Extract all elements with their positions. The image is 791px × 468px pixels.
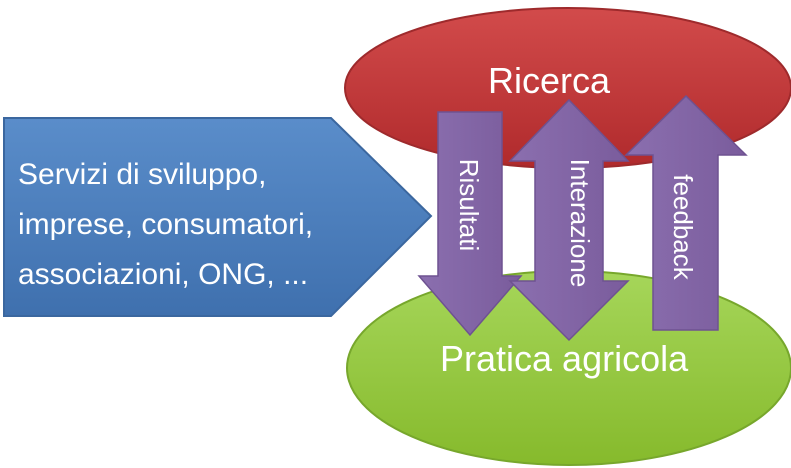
feedback-arrow	[624, 94, 748, 331]
actors-line: Servizi di sviluppo,	[18, 158, 267, 191]
actors-line: imprese, consumatori,	[18, 208, 314, 241]
actors-text: Servizi di sviluppo, imprese, consumator…	[18, 150, 378, 300]
actors-line: associazioni, ONG, ...	[18, 258, 309, 291]
interazione-arrow	[508, 98, 630, 342]
ricerca-label: Ricerca	[488, 60, 611, 101]
pratica-label: Pratica agricola	[440, 338, 689, 379]
risultati-arrow	[417, 111, 523, 337]
risultati-label: Risultati	[454, 158, 484, 252]
feedback-label: feedback	[668, 174, 698, 280]
interazione-label: Interazione	[565, 158, 595, 288]
actors-pentagon	[3, 117, 433, 317]
